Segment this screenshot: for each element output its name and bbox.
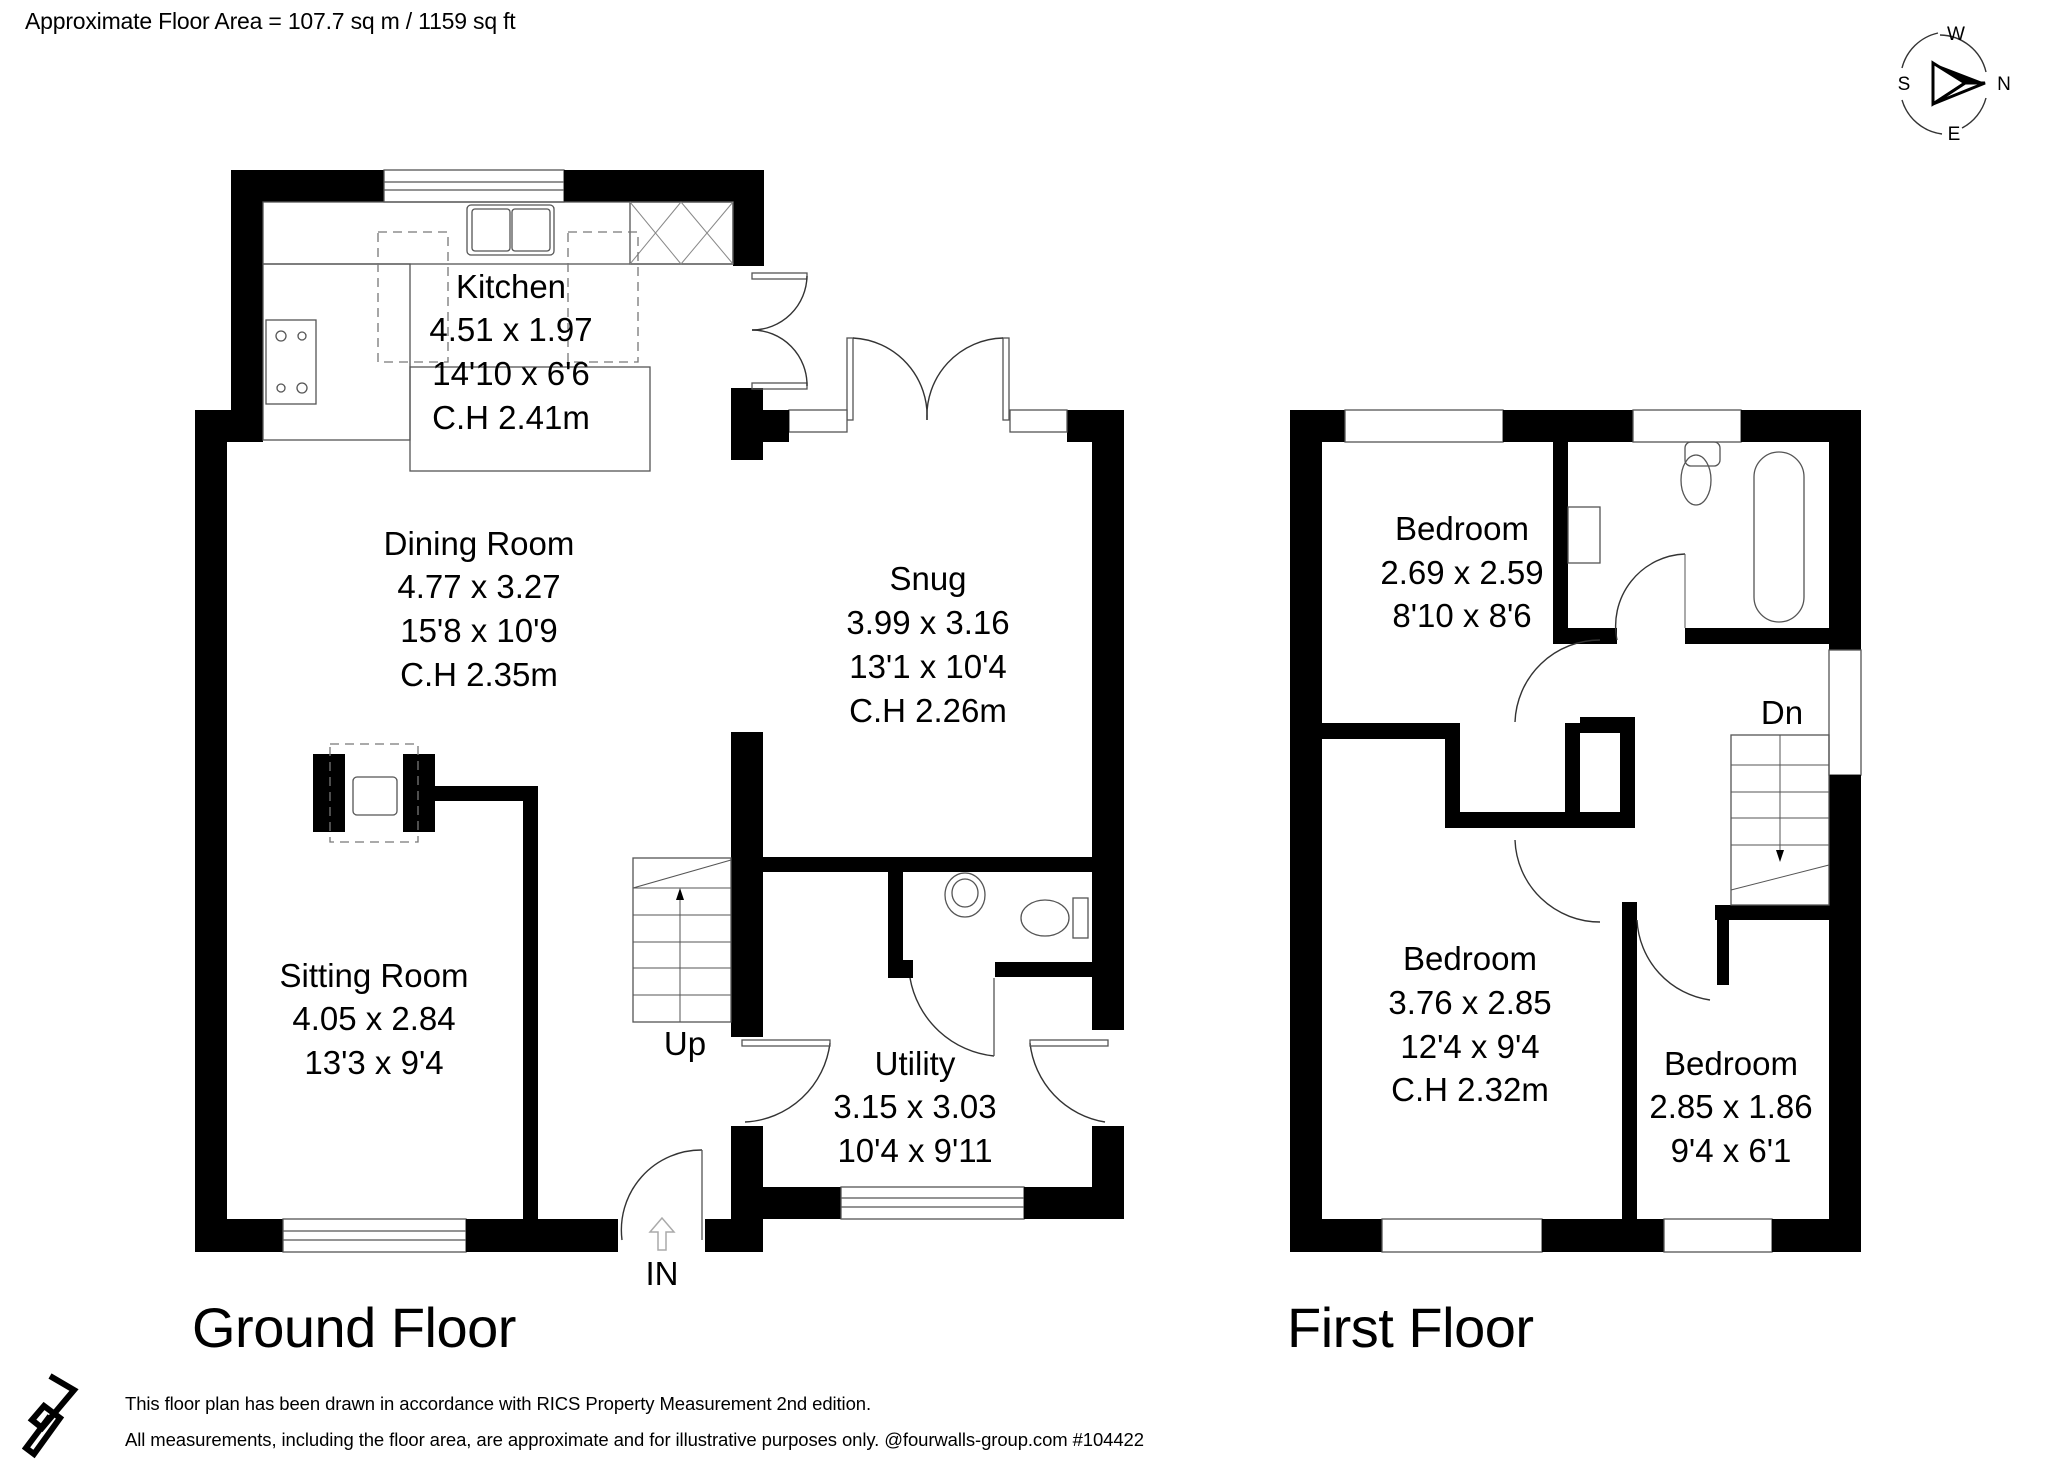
svg-text:C.H 2.26m: C.H 2.26m [849,692,1007,729]
svg-text:10'4 x 9'11: 10'4 x 9'11 [837,1132,992,1169]
svg-text:Sitting Room: Sitting Room [280,957,469,994]
svg-text:2.69 x 2.59: 2.69 x 2.59 [1380,554,1543,591]
svg-text:4.77 x 3.27: 4.77 x 3.27 [397,568,560,605]
svg-text:13'3 x 9'4: 13'3 x 9'4 [304,1044,443,1081]
svg-text:Snug: Snug [889,560,966,597]
svg-text:C.H 2.32m: C.H 2.32m [1391,1071,1549,1108]
ground-floor-plan [195,169,1124,1253]
company-logo-icon [22,1373,79,1459]
compass-north: N [1997,74,2011,95]
svg-text:Utility: Utility [875,1045,956,1082]
entrance-arrow-icon [648,1216,676,1251]
compass-west: W [1947,24,1965,45]
svg-text:Bedroom: Bedroom [1664,1045,1798,1082]
svg-text:12'4 x 9'4: 12'4 x 9'4 [1400,1028,1539,1065]
svg-text:Kitchen: Kitchen [456,268,566,305]
svg-text:C.H 2.35m: C.H 2.35m [400,656,558,693]
room-label-snug: Snug 3.99 x 3.16 13'1 x 10'4 C.H 2.26m [846,560,1009,729]
footer-disclaimer: All measurements, including the floor ar… [125,1429,1144,1450]
room-label-bedroom-1: Bedroom 2.69 x 2.59 8'10 x 8'6 [1380,510,1543,634]
first-floor-title: First Floor [1287,1296,1534,1359]
floor-area-summary: Approximate Floor Area = 107.7 sq m / 11… [25,8,516,34]
room-label-kitchen: Kitchen 4.51 x 1.97 14'10 x 6'6 C.H 2.41… [429,268,592,436]
svg-text:Bedroom: Bedroom [1395,510,1529,547]
svg-text:8'10 x 8'6: 8'10 x 8'6 [1392,597,1531,634]
room-label-bedroom-2: Bedroom 3.76 x 2.85 12'4 x 9'4 C.H 2.32m [1388,940,1551,1108]
footer-rics-note: This floor plan has been drawn in accord… [125,1393,871,1414]
svg-text:3.99 x 3.16: 3.99 x 3.16 [846,604,1009,641]
svg-text:Bedroom: Bedroom [1403,940,1537,977]
compass-icon: W N S E [1898,24,2011,145]
compass-south: S [1898,74,1911,95]
room-label-dining-room: Dining Room 4.77 x 3.27 15'8 x 10'9 C.H … [384,525,575,693]
svg-text:3.76 x 2.85: 3.76 x 2.85 [1388,984,1551,1021]
svg-text:3.15 x 3.03: 3.15 x 3.03 [833,1088,996,1125]
svg-text:13'1 x 10'4: 13'1 x 10'4 [849,648,1007,685]
svg-text:Dining Room: Dining Room [384,525,575,562]
svg-text:4.05 x 2.84: 4.05 x 2.84 [292,1000,455,1037]
entrance-label: IN [646,1255,679,1292]
svg-text:4.51 x 1.97: 4.51 x 1.97 [429,311,592,348]
room-label-sitting-room: Sitting Room 4.05 x 2.84 13'3 x 9'4 [280,957,469,1081]
stairs-down-label: Dn [1761,694,1803,731]
svg-text:9'4 x 6'1: 9'4 x 6'1 [1671,1132,1792,1169]
stairs-up-label: Up [664,1025,706,1062]
room-label-bedroom-3: Bedroom 2.85 x 1.86 9'4 x 6'1 [1649,1045,1812,1169]
compass-east: E [1948,124,1961,145]
svg-text:2.85 x 1.86: 2.85 x 1.86 [1649,1088,1812,1125]
svg-text:C.H 2.41m: C.H 2.41m [432,399,590,436]
first-floor-plan [1290,409,1862,1253]
svg-text:14'10 x 6'6: 14'10 x 6'6 [432,355,590,392]
room-label-utility: Utility 3.15 x 3.03 10'4 x 9'11 [833,1045,996,1169]
svg-text:15'8 x 10'9: 15'8 x 10'9 [400,612,558,649]
ground-floor-title: Ground Floor [192,1296,516,1359]
